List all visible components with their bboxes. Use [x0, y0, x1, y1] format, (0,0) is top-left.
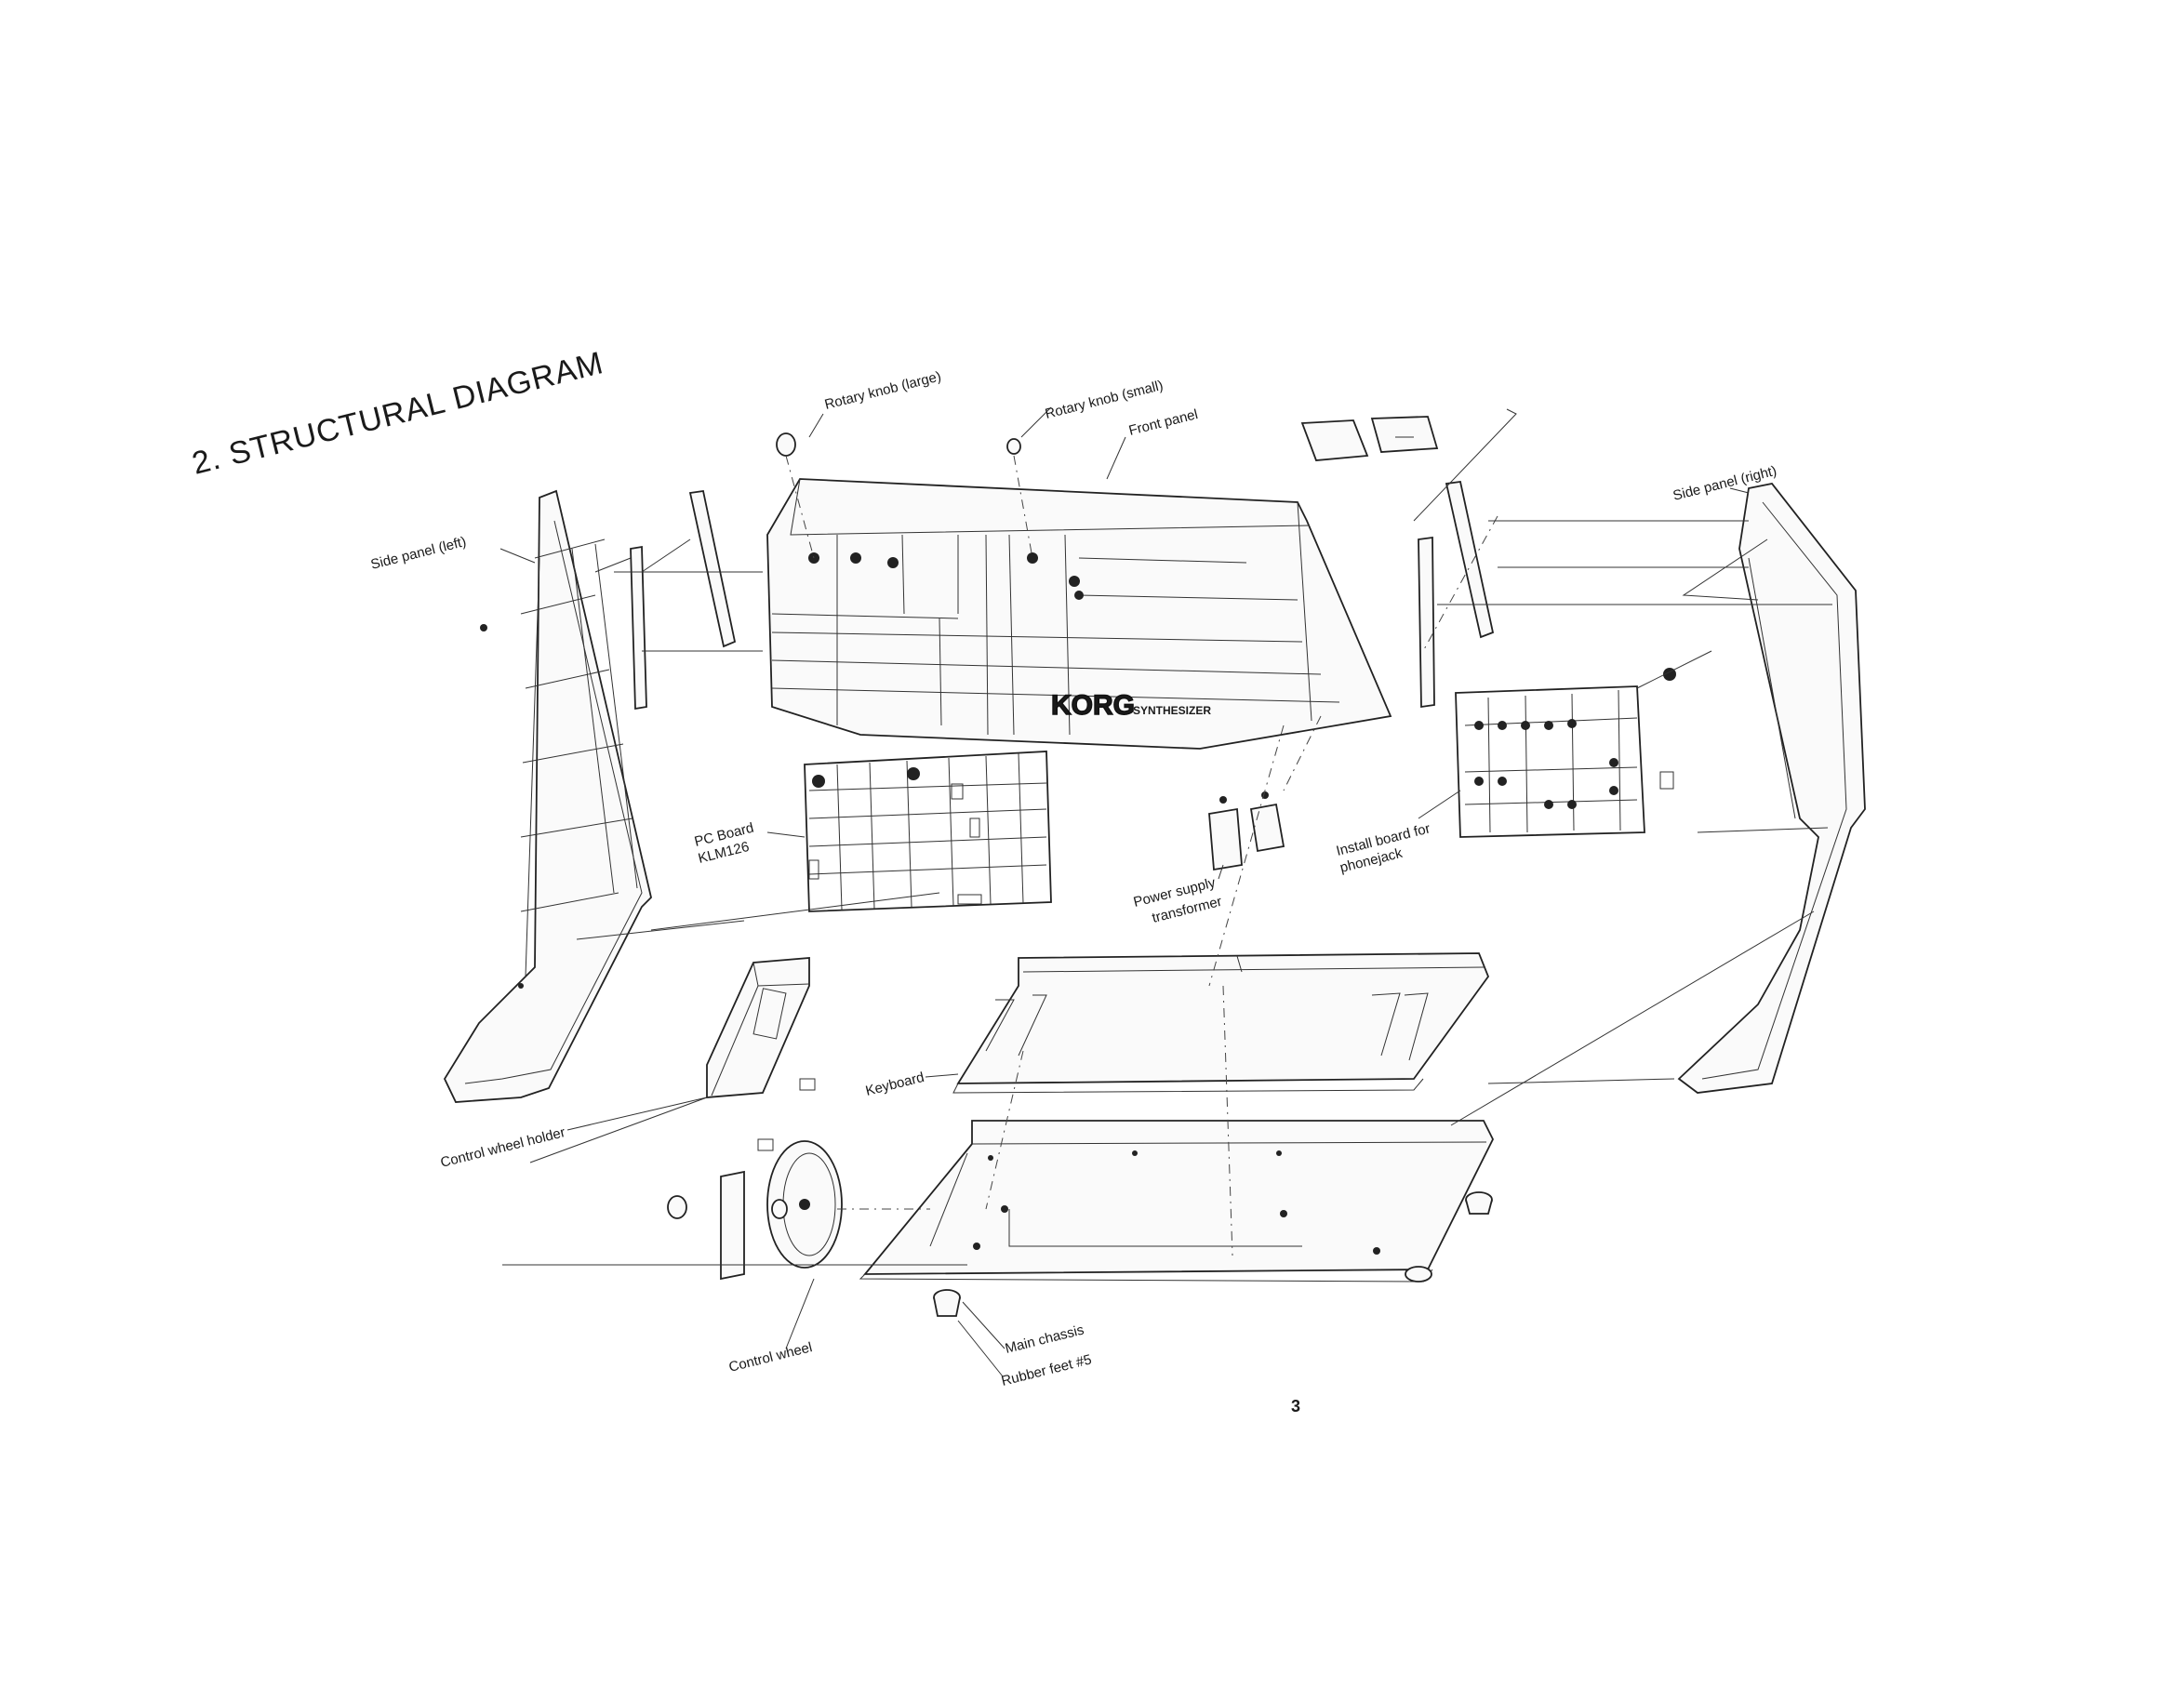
synthesizer-subtitle: SYNTHESIZER	[1133, 704, 1211, 717]
control-wheel-holder	[706, 957, 816, 1151]
front-panel: KORG SYNTHESIZER	[766, 478, 1392, 750]
label-rotary-knob-large: Rotary knob (large)	[823, 368, 943, 413]
label-rotary-knob-small: Rotary knob (small)	[1044, 378, 1165, 422]
label-main-chassis: Main chassis	[1004, 1322, 1085, 1356]
label-rubber-feet: Rubber feet #5	[1000, 1351, 1093, 1389]
side-panel-right	[1677, 483, 1866, 1094]
main-chassis	[859, 1120, 1495, 1283]
page-number: 3	[1291, 1397, 1300, 1416]
rotary-knobs	[776, 432, 1021, 457]
install-board-phonejack	[1455, 668, 1676, 838]
small-cover-plates	[1300, 416, 1439, 461]
control-wheel	[667, 1140, 843, 1281]
label-side-panel-left: Side panel (left)	[369, 534, 468, 573]
label-control-wheel: Control wheel	[727, 1339, 814, 1376]
korg-logo: KORG	[1051, 690, 1135, 721]
label-keyboard: Keyboard	[864, 1070, 926, 1099]
right-mounting-brackets	[1418, 480, 1495, 709]
label-control-wheel-holder: Control wheel holder	[439, 1124, 567, 1171]
page-title: 2. STRUCTURAL DIAGRAM	[189, 345, 607, 482]
pc-board-klm126	[804, 751, 1052, 912]
label-front-panel: Front panel	[1127, 406, 1200, 439]
left-mounting-brackets	[594, 489, 737, 711]
side-panel-left	[443, 489, 652, 1103]
power-supply-transformer	[1208, 791, 1285, 871]
keyboard-assembly	[952, 952, 1490, 1094]
rubber-feet	[933, 1191, 1493, 1317]
assembly-lines	[502, 408, 1832, 1266]
leader-lines	[499, 406, 1750, 1377]
